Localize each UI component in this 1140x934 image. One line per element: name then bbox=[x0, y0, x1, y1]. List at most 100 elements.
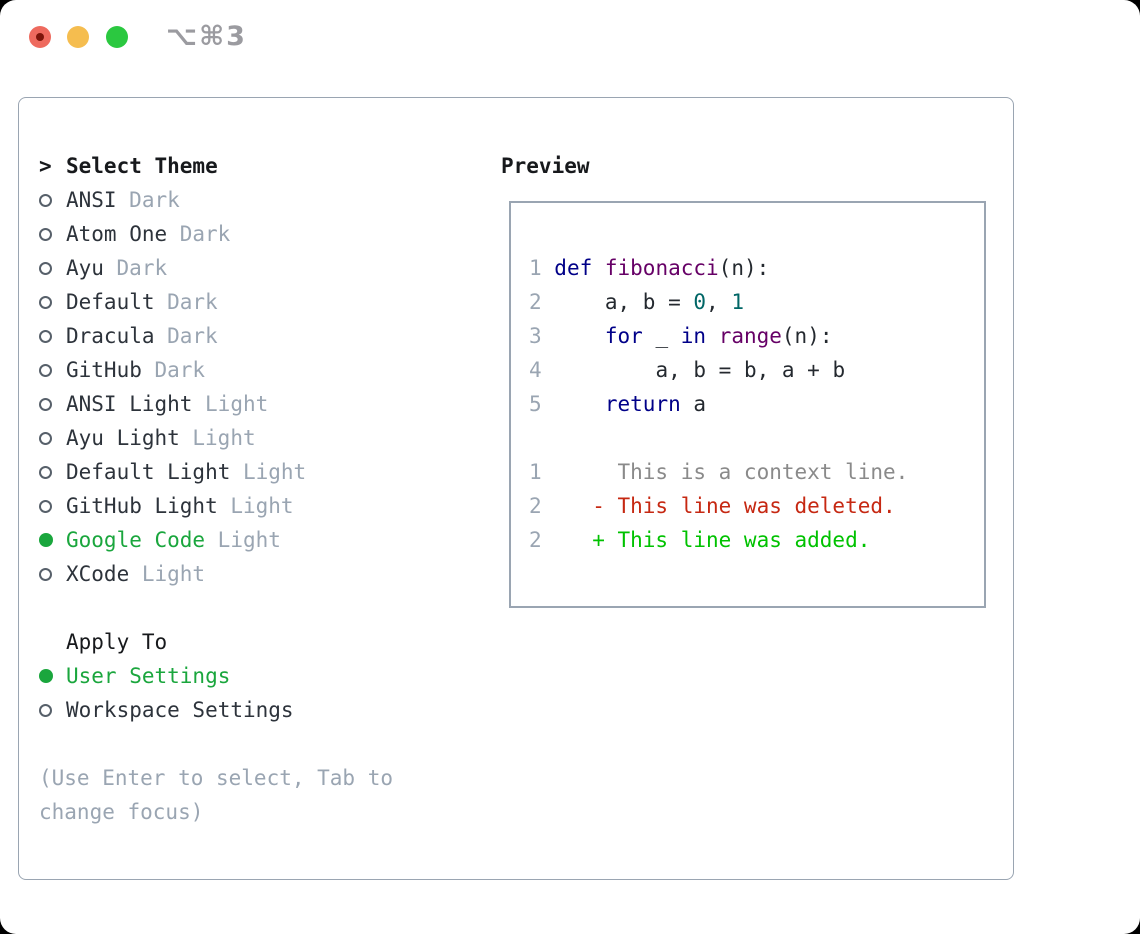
diff-text: - This line was deleted. bbox=[592, 494, 896, 518]
radio-unselected-icon bbox=[39, 431, 66, 445]
option-label: GitHub bbox=[66, 358, 142, 382]
code-token: 1 bbox=[731, 290, 744, 314]
radio-unselected-icon bbox=[39, 193, 66, 207]
line-number: 2 bbox=[529, 494, 593, 518]
code-token bbox=[554, 392, 605, 416]
theme-variant-tag: Light bbox=[230, 494, 294, 518]
line-number: 5 bbox=[529, 392, 555, 416]
theme-variant-tag: Dark bbox=[167, 290, 218, 314]
code-token: 0 bbox=[693, 290, 707, 314]
filled-circle-icon bbox=[39, 669, 53, 683]
diff-line: 2 - This line was deleted. bbox=[529, 489, 908, 523]
hollow-circle-icon bbox=[39, 295, 52, 309]
apply-to-header: Apply To bbox=[39, 625, 479, 659]
help-text-line: change focus) bbox=[39, 800, 204, 824]
code-line: 2 a, b = 0, 1 bbox=[529, 285, 908, 319]
hollow-circle-icon bbox=[39, 397, 52, 411]
radio-unselected-icon bbox=[39, 465, 66, 479]
code-token: def bbox=[554, 256, 605, 280]
option-label: ANSI bbox=[66, 188, 117, 212]
theme-variant-tag: Dark bbox=[179, 222, 231, 246]
code-line: 5 return a bbox=[529, 387, 908, 421]
hollow-circle-icon bbox=[39, 227, 52, 241]
hollow-circle-icon bbox=[39, 431, 52, 445]
hollow-circle-icon bbox=[39, 329, 52, 343]
code-line: 3 for _ in range(n): bbox=[529, 319, 908, 353]
option-label: GitHub Light bbox=[66, 494, 218, 518]
apply-to-header-label: Apply To bbox=[66, 630, 168, 654]
code-token: in bbox=[680, 324, 719, 348]
code-token: (n): bbox=[781, 324, 833, 348]
select-theme-header: > Select Theme bbox=[39, 149, 479, 183]
titlebar: ⌥⌘3 bbox=[0, 0, 1140, 75]
blank-line bbox=[529, 421, 908, 455]
theme-variant-tag: Light bbox=[141, 562, 206, 586]
theme-variant-tag: Light bbox=[242, 460, 307, 484]
theme-option-default[interactable]: Default Dark bbox=[39, 285, 479, 319]
filled-circle-icon bbox=[39, 533, 53, 547]
help-text-line: (Use Enter to select, Tab to bbox=[39, 766, 394, 790]
option-label: Default bbox=[66, 290, 155, 314]
theme-option-github-light[interactable]: GitHub Light Light bbox=[39, 489, 479, 523]
apply-option-workspace-settings[interactable]: Workspace Settings bbox=[39, 693, 479, 727]
code-token bbox=[554, 324, 605, 348]
hollow-circle-icon bbox=[39, 567, 52, 581]
radio-unselected-icon bbox=[39, 703, 66, 717]
hollow-circle-icon bbox=[39, 465, 52, 479]
radio-unselected-icon bbox=[39, 567, 66, 581]
radio-unselected-icon bbox=[39, 363, 66, 377]
code-token: fibonacci bbox=[604, 256, 719, 280]
code-token: (n): bbox=[718, 256, 770, 280]
spacer bbox=[39, 591, 479, 625]
zoom-button[interactable] bbox=[106, 26, 128, 48]
code-token: a bbox=[693, 392, 707, 416]
radio-unselected-icon bbox=[39, 295, 66, 309]
hollow-circle-icon bbox=[39, 499, 52, 513]
focus-caret: > bbox=[39, 154, 52, 178]
theme-variant-tag: Light bbox=[205, 392, 269, 416]
code-token: _ bbox=[655, 324, 681, 348]
line-number: 4 bbox=[529, 358, 555, 382]
line-number: 1 bbox=[529, 256, 555, 280]
theme-option-ayu[interactable]: Ayu Dark bbox=[39, 251, 479, 285]
theme-option-dracula[interactable]: Dracula Dark bbox=[39, 319, 479, 353]
spacer bbox=[39, 727, 479, 761]
theme-option-default-light[interactable]: Default Light Light bbox=[39, 455, 479, 489]
minimize-button[interactable] bbox=[67, 26, 89, 48]
theme-option-github[interactable]: GitHub Dark bbox=[39, 353, 479, 387]
radio-unselected-icon bbox=[39, 397, 66, 411]
theme-variant-tag: Dark bbox=[116, 256, 168, 280]
radio-unselected-icon bbox=[39, 261, 66, 275]
option-label: Default Light bbox=[66, 460, 231, 484]
diff-line: 2 + This line was added. bbox=[529, 523, 908, 557]
theme-variant-tag: Dark bbox=[129, 188, 180, 212]
help-text: (Use Enter to select, Tab to change focus… bbox=[39, 761, 479, 829]
diff-text: + This line was added. bbox=[592, 528, 871, 552]
radio-selected-icon bbox=[39, 533, 66, 547]
theme-option-ansi[interactable]: ANSI Dark bbox=[39, 183, 479, 217]
hollow-circle-icon bbox=[39, 703, 52, 717]
select-theme-header-label: Select Theme bbox=[66, 154, 218, 178]
close-button[interactable] bbox=[29, 26, 51, 48]
code-token: for bbox=[604, 324, 656, 348]
apply-option-user-settings[interactable]: User Settings bbox=[39, 659, 479, 693]
option-label: Ayu Light bbox=[66, 426, 180, 450]
theme-variant-tag: Dark bbox=[167, 324, 218, 348]
line-number: 3 bbox=[529, 324, 555, 348]
radio-unselected-icon bbox=[39, 499, 66, 513]
option-label: Dracula bbox=[66, 324, 155, 348]
window-shortcut-label: ⌥⌘3 bbox=[166, 21, 247, 52]
theme-variant-tag: Dark bbox=[154, 358, 206, 382]
line-number: 2 bbox=[529, 290, 555, 314]
option-label: Ayu bbox=[66, 256, 104, 280]
option-label: XCode bbox=[66, 562, 130, 586]
theme-option-xcode[interactable]: XCode Light bbox=[39, 557, 479, 591]
